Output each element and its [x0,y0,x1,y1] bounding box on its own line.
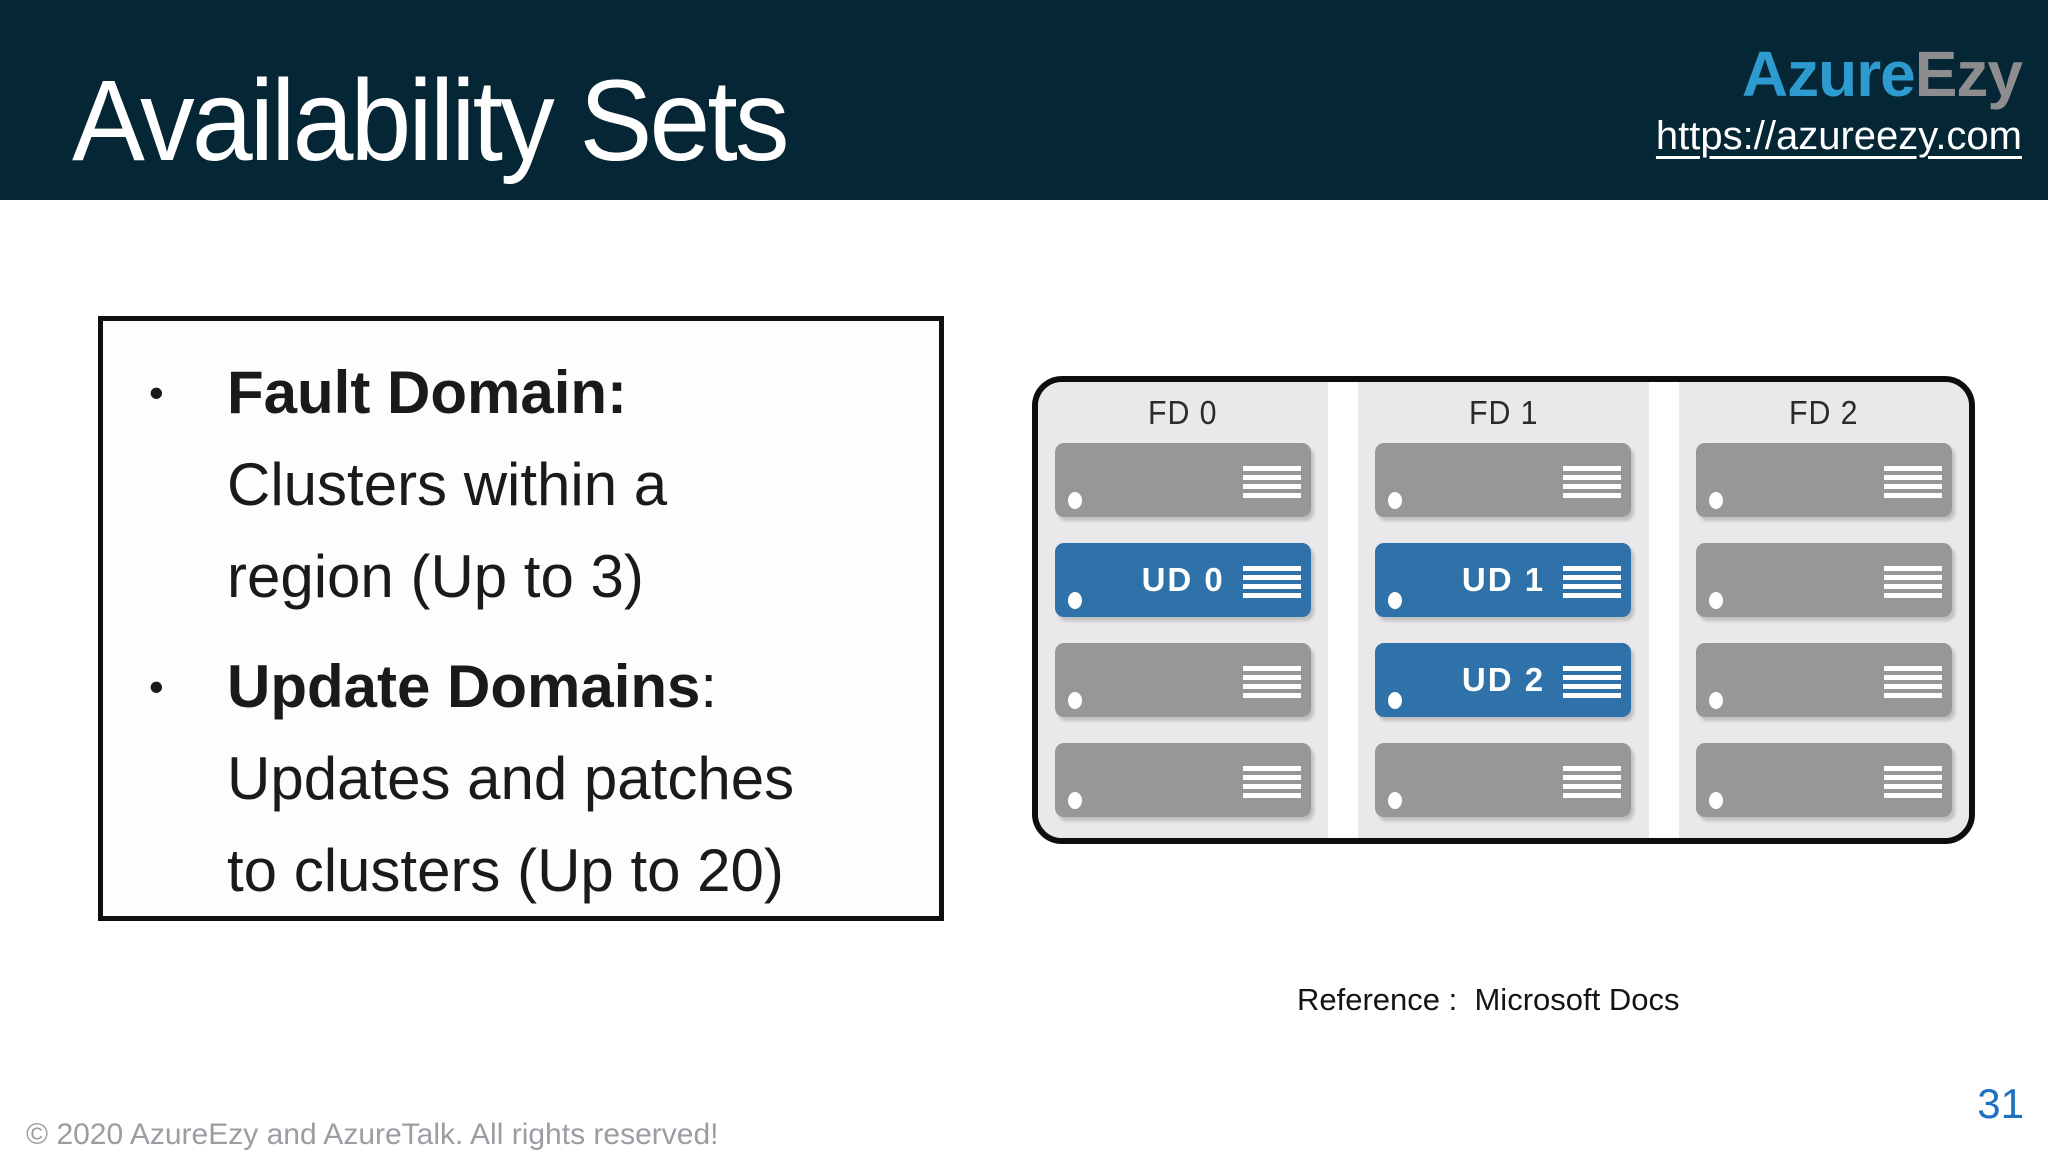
server-fd0-row0 [1055,443,1312,517]
header-bar: Availability Sets AzureEzy https://azure… [0,0,2048,200]
server-label [1055,443,1311,517]
power-led-icon [1388,792,1403,809]
update-domain-line-2: to clusters (Up to 20) [227,837,784,904]
definition-box: • Fault Domain: Clusters within a region… [98,316,944,921]
vent-grill-icon [1563,666,1622,698]
power-led-icon [1388,592,1403,609]
server-fd1-row1-ud1: UD 1 [1375,543,1632,617]
server-label [1696,543,1952,617]
server-label [1696,743,1952,817]
server-label: UD 2 [1461,661,1546,698]
update-domain-line-1: Updates and patches [227,745,795,812]
page-title: Availability Sets [72,57,790,185]
fault-domain-term: Fault Domain: [227,359,627,426]
server-label: UD 1 [1461,561,1546,598]
vent-grill-icon [1243,566,1302,598]
vent-grill-icon [1563,766,1622,798]
server-label: UD 0 [1141,561,1225,598]
fault-domain-label: FD 1 [1468,394,1539,431]
server-fd1-row3 [1375,743,1632,817]
server-fd1-row2-ud2: UD 2 [1375,643,1632,717]
vent-grill-icon [1563,566,1622,598]
brand-logo-ezy: Ezy [1914,38,2023,110]
server-fd2-row0 [1695,443,1952,517]
server-fd0-row2 [1055,643,1312,717]
server-fd2-row3 [1695,743,1952,817]
vent-grill-icon [1883,666,1942,698]
server-label [1696,443,1952,517]
server-fd2-row1 [1695,543,1952,617]
fault-domain-definition: Fault Domain: Clusters within a region (… [227,347,867,623]
availability-set-diagram: FD 0 UD 0 FD 1 [1032,376,1975,844]
fault-domain-label: FD 2 [1789,394,1859,431]
list-item: • Fault Domain: Clusters within a region… [143,347,919,623]
server-label [1696,643,1952,717]
power-led-icon [1068,592,1083,609]
server-fd1-row0 [1375,443,1632,517]
vent-grill-icon [1243,466,1302,498]
power-led-icon [1388,692,1403,709]
server-label [1055,643,1311,717]
list-item: • Update Domains: Updates and patches to… [143,641,919,917]
power-led-icon [1068,492,1083,509]
power-led-icon [1708,492,1723,509]
fault-domain-line-1: Clusters within a [227,451,668,518]
server-fd0-row3 [1055,743,1312,817]
power-led-icon [1708,792,1723,809]
brand-logo-azure: Azure [1741,38,1916,110]
brand-logo-text: AzureEzy [1656,42,2023,106]
vent-grill-icon [1563,466,1622,498]
server-label [1375,743,1631,817]
copyright-footer: © 2020 AzureEzy and AzureTalk. All right… [26,1118,719,1151]
vent-grill-icon [1883,566,1942,598]
power-led-icon [1388,492,1403,509]
power-led-icon [1708,692,1723,709]
power-led-icon [1708,592,1723,609]
fault-domain-line-2: region (Up to 3) [227,543,644,610]
vent-grill-icon [1243,666,1302,698]
server-label [1375,443,1631,517]
vent-grill-icon [1883,466,1942,498]
website-link[interactable]: https://azureezy.com [1655,114,2022,158]
bullet-icon: • [149,663,164,710]
brand-logo: AzureEzy https://azureezy.com [1655,42,2023,159]
fault-domain-label: FD 0 [1148,394,1218,431]
fault-domain-column-0: FD 0 UD 0 [1038,382,1329,838]
vent-grill-icon [1243,766,1302,798]
server-fd2-row2 [1695,643,1952,717]
fault-domain-column-1: FD 1 UD 1 UD 2 [1358,382,1649,838]
vent-grill-icon [1883,766,1942,798]
power-led-icon [1068,792,1083,809]
power-led-icon [1068,692,1083,709]
fault-domain-column-2: FD 2 [1678,382,1969,838]
reference-caption: Reference : Microsoft Docs [1297,982,1680,1017]
update-domain-definition: Update Domains: Updates and patches to c… [227,641,867,917]
update-domain-term: Update Domains: [227,653,718,720]
page-number: 31 [1977,1080,2024,1127]
server-fd0-row1-ud0: UD 0 [1055,543,1312,617]
bullet-icon: • [149,369,164,416]
server-label [1055,743,1311,817]
